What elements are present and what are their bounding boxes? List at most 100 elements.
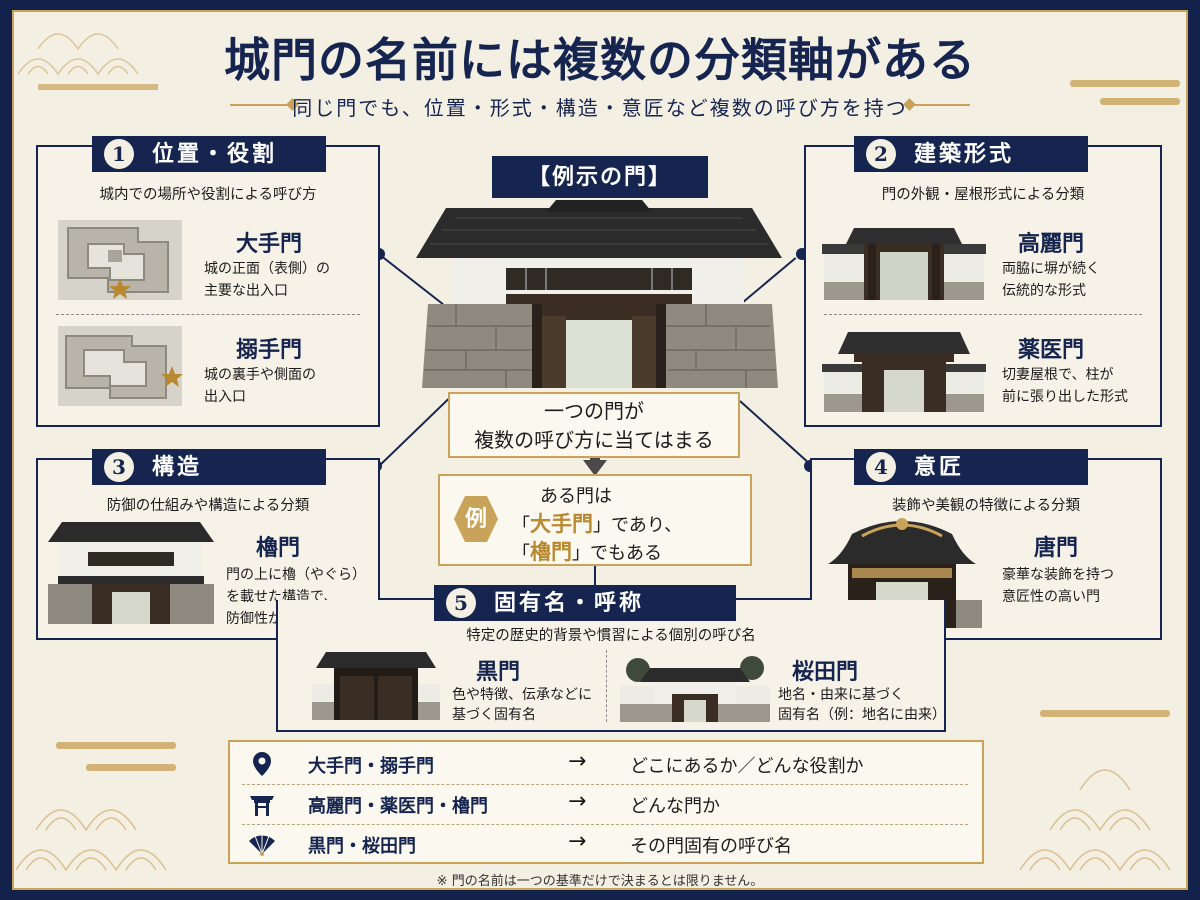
summary-row-2: 高麗門・薬医門・櫓門 → どんな門か [230, 786, 982, 822]
illustration-sakuradamon [620, 656, 770, 722]
gate-desc-karametemon-2: 出入口 [204, 389, 246, 405]
gate-name-yakuimon: 薬医門 [1018, 337, 1085, 363]
section-design-banner: 4 意匠 [854, 449, 1088, 485]
section-style-desc: 門の外観・屋根形式による分類 [881, 187, 1085, 203]
section-structure-title: 構造 [152, 454, 203, 480]
summary-arrow-3: → [568, 829, 587, 854]
one-gate-statement: 一つの門が 複数の呼び方に当てはまる [448, 392, 740, 458]
example-quote-open-2: 「 [512, 543, 530, 564]
gate-desc-yaguramon-1: 門の上に櫓（やぐら） [226, 567, 366, 583]
section-position-number: 1 [104, 139, 134, 169]
gate-desc-koraimon-1: 両脇に塀が続く [1002, 261, 1100, 277]
gate-desc-koraimon-2: 伝統的な形式 [1002, 283, 1086, 299]
section-proper-desc: 特定の歴史的背景や慣習による個別の呼び名 [466, 628, 756, 644]
one-gate-line-2: 複数の呼び方に当てはまる [474, 428, 714, 452]
illustration-yakuimon [822, 332, 986, 412]
page-subtitle: 同じ門でも、位置・形式・構造・意匠など複数の呼び方を持つ [292, 96, 908, 120]
gate-desc-sakuradamon-2: 固有名（例：地名に由来） [778, 707, 946, 723]
gate-desc-kuromon-1: 色や特徴、伝承などに [452, 687, 592, 703]
gate-desc-karamon-2: 意匠性の高い門 [1002, 589, 1100, 605]
section-design-title: 意匠 [914, 454, 965, 480]
connector-5 [594, 566, 596, 590]
example-badge: 例 [454, 496, 498, 542]
gate-desc-otemon-1: 城の正面（表側）の [204, 261, 330, 277]
summary-row-3: 黒門・桜田門 → その門固有の呼び名 [230, 826, 982, 862]
summary-separator-2 [242, 824, 968, 825]
summary-box: 大手門・搦手門 → どこにあるか／どんな役割か 高麗門・薬医門・櫓門 → どんな… [228, 740, 984, 864]
summary-separator-1 [242, 784, 968, 785]
gate-name-sakuradamon: 桜田門 [792, 659, 859, 685]
section-style-banner: 2 建築形式 [854, 136, 1088, 172]
section-proper-banner: 5 固有名・呼称 [434, 585, 736, 621]
gate-icon [250, 796, 274, 816]
section-style-title: 建築形式 [914, 141, 1015, 167]
section-structure-desc: 防御の仕組みや構造による分類 [106, 498, 310, 514]
section-position-divider [56, 314, 360, 315]
section-position-title: 位置・役割 [152, 141, 278, 167]
example-highlight-yaguramon: 櫓門 [530, 539, 572, 564]
section-style-divider [824, 314, 1142, 315]
example-box: 例 ある門は 「大手門」であり、 「櫓門」でもある [438, 474, 752, 566]
gate-desc-yakuimon-2: 前に張り出した形式 [1002, 389, 1128, 405]
castle-map-rear [58, 326, 183, 406]
section-proper-topline-right [736, 598, 810, 600]
summary-text-1: どこにあるか／どんな役割か [630, 756, 864, 777]
gate-name-koraimon: 高麗門 [1018, 231, 1085, 257]
section-proper-topline-left [380, 598, 434, 600]
example-line-3: 「櫓門」でもある [512, 536, 662, 566]
gate-desc-karametemon-1: 城の裏手や側面の [204, 367, 316, 383]
summary-row-1: 大手門・搦手門 → どこにあるか／どんな役割か [230, 746, 982, 782]
example-quote-close-1: 」であり、 [593, 515, 683, 536]
folding-fan-icon [249, 834, 275, 856]
example-highlight-otemon: 大手門 [530, 511, 593, 536]
summary-text-3: その門固有の呼び名 [630, 836, 792, 857]
illustration-example-gate [416, 200, 782, 388]
example-quote-open-1: 「 [512, 515, 530, 536]
gate-name-karametemon: 搦手門 [236, 337, 303, 363]
section-proper-divider [606, 650, 607, 722]
gate-name-yaguramon: 櫓門 [256, 535, 301, 561]
cloud-ornament-top-right [1070, 80, 1180, 105]
gate-desc-kuromon-2: 基づく固有名 [452, 707, 536, 723]
section-proper-title: 固有名・呼称 [494, 590, 645, 616]
summary-gates-2: 高麗門・薬医門・櫓門 [308, 796, 488, 817]
illustration-yaguramon [48, 522, 214, 624]
down-arrow-icon [583, 460, 607, 476]
one-gate-line-1: 一つの門が [544, 399, 644, 423]
gate-name-otemon: 大手門 [236, 231, 303, 257]
illustration-koraimon [822, 228, 986, 300]
section-structure-banner: 3 構造 [92, 449, 326, 485]
page-title: 城門の名前には複数の分類軸がある [224, 33, 976, 87]
castle-map-front [58, 220, 182, 300]
summary-arrow-1: → [568, 749, 587, 774]
wave-ornament-bottom-left [15, 742, 176, 872]
wave-ornament-top-left [17, 33, 158, 90]
gate-desc-yakuimon-1: 切妻屋根で、柱が [1002, 367, 1114, 383]
example-line-1: ある門は [540, 486, 612, 507]
section-position-banner: 1 位置・役割 [92, 136, 326, 172]
section-position-desc: 城内での場所や役割による呼び方 [99, 187, 317, 203]
summary-text-2: どんな門か [630, 796, 720, 817]
map-pin-icon [253, 752, 271, 776]
wave-ornament-bottom-right [1019, 710, 1171, 872]
example-quote-close-2: 」でもある [572, 543, 662, 564]
gate-name-kuromon: 黒門 [476, 659, 521, 685]
subtitle-ornament-left [230, 104, 290, 106]
example-gate-label: 【例示の門】 [492, 156, 708, 198]
summary-gates-3: 黒門・桜田門 [308, 836, 416, 857]
summary-arrow-2: → [568, 789, 587, 814]
footnote: ※ 門の名前は一つの基準だけで決まるとは限りません。 [436, 874, 764, 889]
section-proper-number: 5 [446, 588, 476, 618]
gate-desc-otemon-2: 主要な出入口 [204, 283, 288, 299]
section-design-desc: 装飾や美観の特徴による分類 [891, 498, 1081, 514]
section-style-number: 2 [866, 139, 896, 169]
section-structure-number: 3 [104, 452, 134, 482]
summary-gates-1: 大手門・搦手門 [308, 756, 434, 777]
subtitle-ornament-right [910, 104, 970, 106]
example-line-2: 「大手門」であり、 [512, 508, 682, 538]
gate-name-karamon: 唐門 [1034, 535, 1079, 561]
section-design-number: 4 [866, 452, 896, 482]
gate-desc-karamon-1: 豪華な装飾を持つ [1002, 567, 1114, 583]
gate-desc-sakuradamon-1: 地名・由来に基づく [778, 687, 904, 703]
illustration-kuromon [312, 652, 440, 720]
